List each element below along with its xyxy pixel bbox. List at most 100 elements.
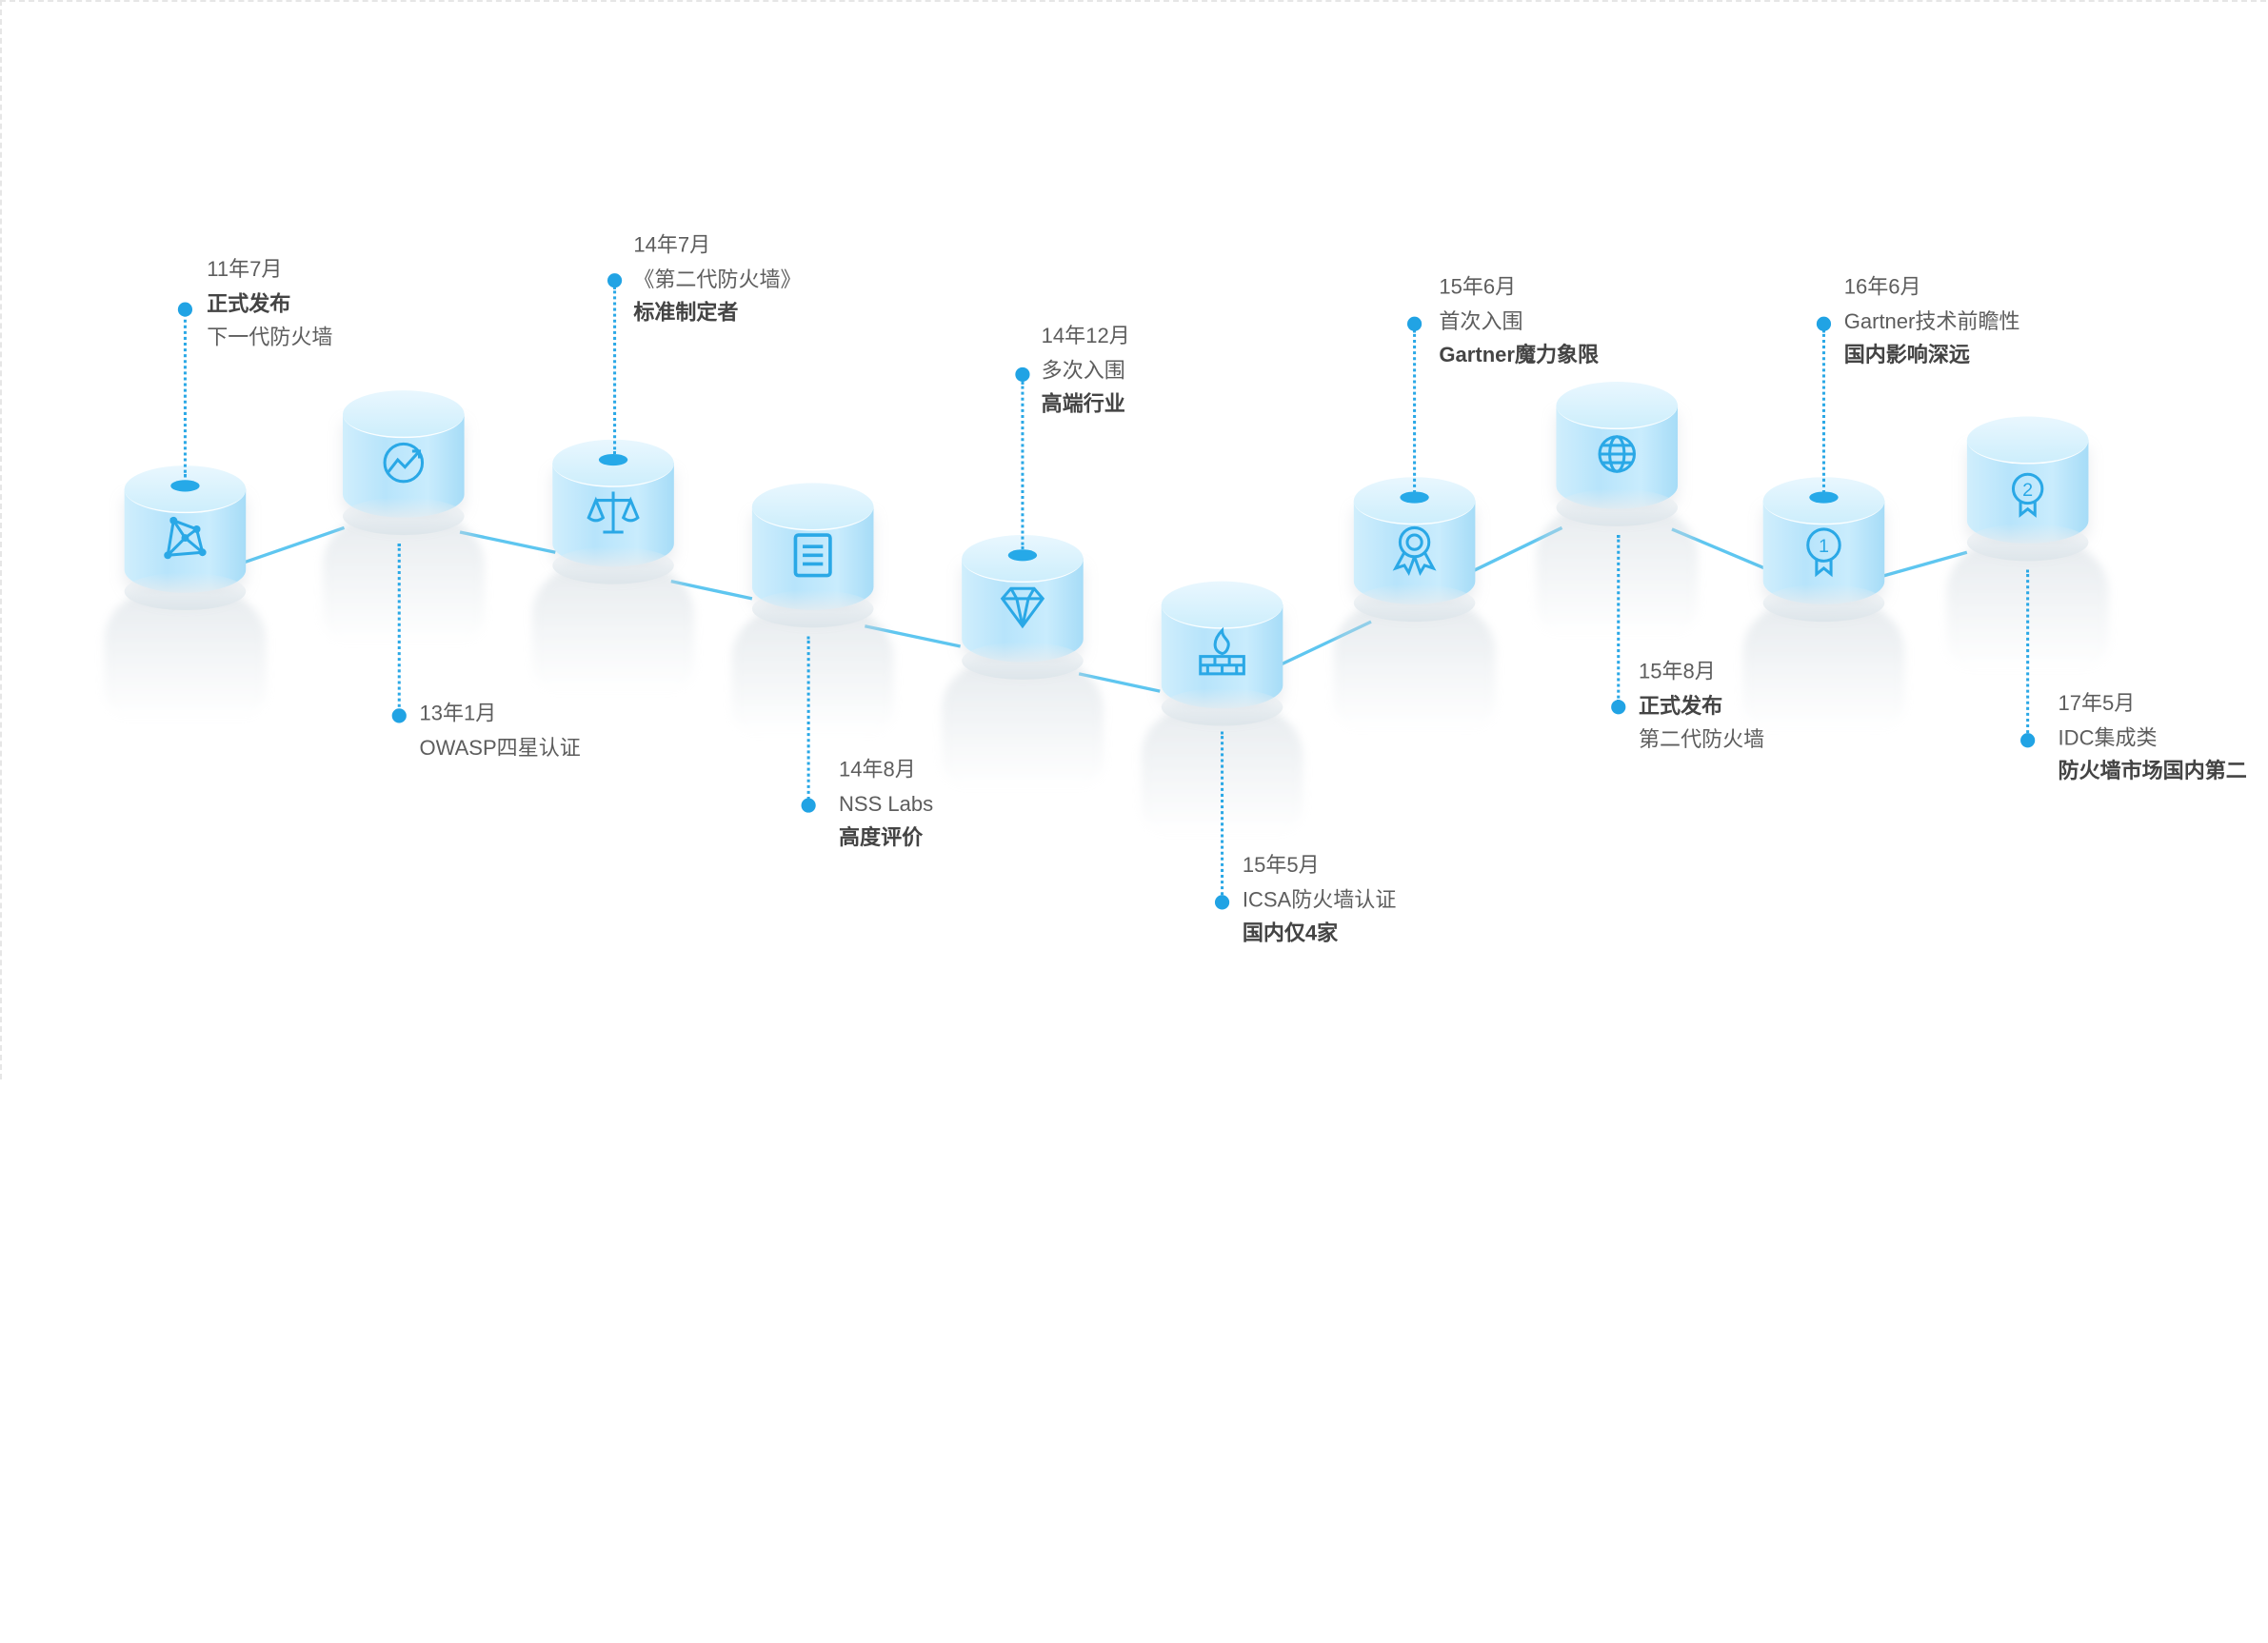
- milestone-dot: [1015, 366, 1030, 383]
- chart-trend-icon: [383, 442, 425, 484]
- milestone-connector: [1021, 382, 1025, 550]
- scales-icon: [587, 491, 640, 534]
- cylinder-port: [1809, 491, 1839, 504]
- cylinder-top: [1966, 416, 2089, 465]
- milestone-title: 多次入围: [1041, 359, 1125, 383]
- milestone-dot: [1406, 316, 1422, 331]
- milestone-connector: [183, 309, 187, 478]
- milestone-dot: [607, 273, 623, 288]
- milestone-connector: [806, 636, 810, 804]
- svg-text:2: 2: [2022, 480, 2033, 501]
- milestone-detail: 高度评价: [839, 826, 924, 851]
- milestone-label: 14年8月 NSS Labs 高度评价: [839, 755, 933, 857]
- milestone-connector: [1221, 731, 1224, 900]
- milestone-cylinder: [941, 535, 1104, 790]
- milestone-detail: 高端行业: [1041, 393, 1125, 417]
- milestone-cylinder: 2: [1946, 416, 2109, 671]
- milestone-date: 14年12月: [1041, 325, 1130, 349]
- ribbon-award-icon: [1392, 525, 1437, 577]
- milestone-label: 15年5月 ICSA防火墙认证 国内仅4家: [1243, 850, 1397, 952]
- milestone-title: OWASP四星认证: [419, 736, 581, 761]
- svg-text:1: 1: [1819, 536, 1829, 557]
- cylinder-port: [170, 480, 200, 492]
- milestone-label: 16年6月 Gartner技术前瞻性 国内影响深远: [1844, 272, 2020, 374]
- milestone-detail: 第二代防火墙: [1639, 728, 1765, 752]
- milestone-date: 13年1月: [419, 703, 497, 726]
- milestone-detail: Gartner魔力象限: [1439, 344, 1600, 367]
- milestone-label: 14年12月 多次入围 高端行业: [1042, 321, 1130, 423]
- milestone-cylinder: [104, 465, 267, 721]
- milestone-cylinder: [1333, 477, 1496, 732]
- milestone-connector: [1821, 329, 1825, 498]
- cylinder-base: [124, 572, 247, 611]
- milestone-dot: [1214, 895, 1230, 910]
- milestone-date: 15年8月: [1639, 661, 1716, 684]
- connector-line: [670, 580, 753, 601]
- milestone-date: 15年6月: [1439, 276, 1517, 300]
- milestone-connector: [1617, 535, 1621, 703]
- milestone-title: IDC集成类: [2058, 726, 2158, 750]
- milestone-label: 11年7月 正式发布 下一代防火墙: [207, 254, 332, 356]
- milestone-detail: 下一代防火墙: [207, 327, 333, 350]
- milestone-dot: [801, 798, 816, 813]
- cylinder-base: [1556, 488, 1679, 526]
- cylinder-top: [1556, 382, 1679, 430]
- milestone-title: 正式发布: [207, 292, 291, 316]
- milestone-dot: [391, 708, 407, 723]
- diamond-icon: [1000, 586, 1045, 629]
- milestone-label: 17年5月 IDC集成类 防火墙市场国内第二: [2059, 688, 2247, 790]
- document-icon: [793, 533, 832, 578]
- medal-first-icon: 1: [1806, 527, 1841, 578]
- milestone-cylinder: [731, 483, 894, 738]
- milestone-title: Gartner技术前瞻性: [1843, 309, 2020, 334]
- content-frame: [0, 0, 2266, 1079]
- network-icon: [164, 516, 207, 560]
- milestone-connector: [1413, 329, 1417, 498]
- milestone-label: 15年6月 首次入围 Gartner魔力象限: [1439, 272, 1599, 374]
- cylinder-port: [1007, 549, 1038, 562]
- milestone-date: 17年5月: [2058, 692, 2136, 716]
- milestone-date: 14年7月: [633, 234, 711, 258]
- firewall-icon: [1199, 626, 1245, 676]
- cylinder-base: [343, 497, 465, 536]
- milestone-title: 正式发布: [1639, 694, 1723, 719]
- milestone-label: 13年1月 OWASP四星认证: [420, 699, 581, 766]
- milestone-cylinder: [531, 439, 695, 695]
- milestone-dot: [2020, 733, 2036, 748]
- milestone-connector: [2026, 569, 2030, 738]
- milestone-title: ICSA防火墙认证: [1242, 888, 1397, 912]
- milestone-detail: 标准制定者: [633, 302, 739, 326]
- milestone-date: 11年7月: [207, 258, 283, 283]
- milestone-date: 14年8月: [839, 759, 916, 782]
- globe-icon: [1598, 435, 1636, 473]
- cylinder-port: [1400, 491, 1429, 504]
- cylinder-top: [1161, 581, 1283, 629]
- connector-line: [459, 530, 556, 554]
- cylinder-base: [1762, 584, 1885, 623]
- cylinder-base: [1161, 688, 1283, 726]
- cylinder-base: [1353, 584, 1476, 623]
- milestone-detail: 国内影响深远: [1843, 344, 1970, 367]
- milestone-label: 15年8月 正式发布 第二代防火墙: [1639, 657, 1764, 759]
- milestone-date: 16年6月: [1843, 276, 1921, 300]
- cylinder-base: [962, 642, 1084, 680]
- cylinder-base: [552, 546, 674, 584]
- milestone-connector: [613, 286, 617, 454]
- milestone-dot: [1611, 700, 1626, 715]
- medal-second-icon: 2: [2011, 472, 2044, 518]
- milestone-title: 《第二代防火墙》: [633, 267, 802, 292]
- milestone-label: 14年7月 《第二代防火墙》 标准制定者: [633, 230, 801, 332]
- cylinder-base: [751, 589, 874, 628]
- connector-line: [230, 525, 346, 569]
- milestone-date: 15年5月: [1242, 854, 1320, 879]
- connector-line: [1874, 550, 1968, 581]
- cylinder-base: [1966, 523, 2089, 562]
- milestone-detail: 防火墙市场国内第二: [2058, 760, 2247, 784]
- milestone-title: NSS Labs: [839, 793, 934, 817]
- cylinder-port: [598, 453, 628, 466]
- milestone-dot: [1816, 316, 1832, 331]
- milestone-cylinder: [322, 390, 485, 645]
- connector-line: [1078, 672, 1161, 693]
- cylinder-top: [343, 390, 465, 439]
